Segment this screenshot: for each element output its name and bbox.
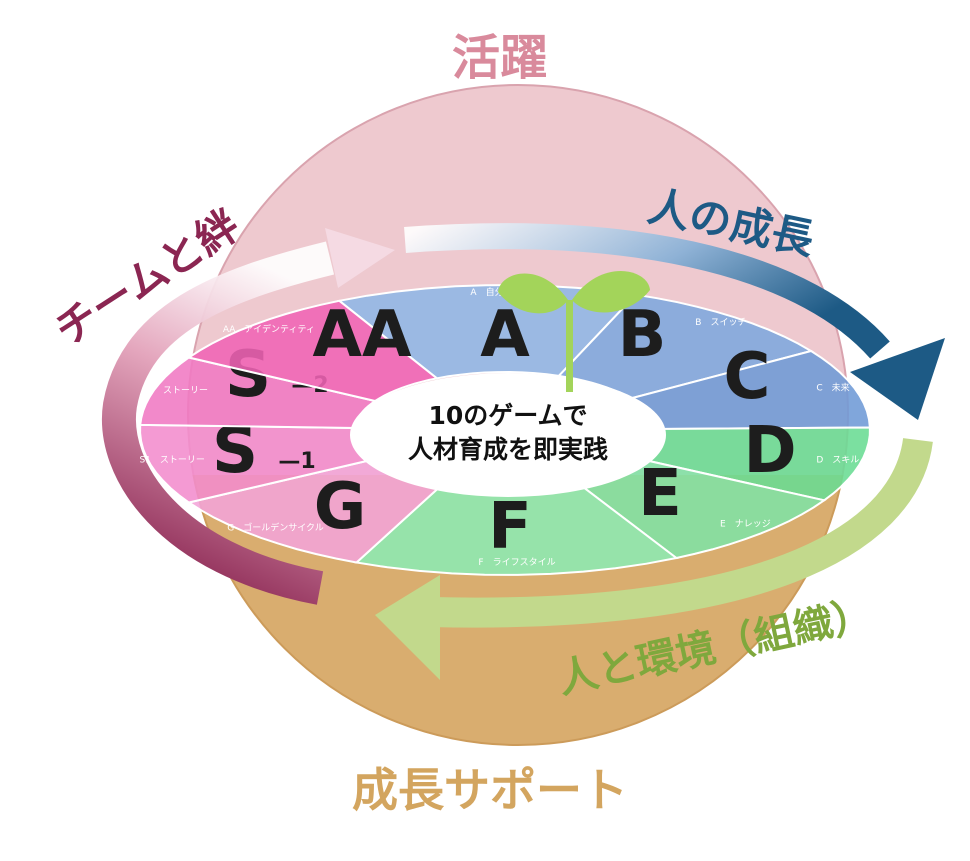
segment-a-letter: A <box>480 298 530 372</box>
green-arrow <box>375 437 933 680</box>
segment-g-caption: G ゴールデンサイクル <box>227 521 324 533</box>
sprout-icon <box>498 271 650 392</box>
segment-b: B スイッチ B <box>556 293 814 400</box>
segment-aa-letter: AA <box>312 298 412 372</box>
left-arrow <box>102 228 395 605</box>
segment-aa-shape <box>186 299 440 403</box>
segment-s2-caption: S2 ストーリー <box>143 386 208 396</box>
segment-a-caption: A 自分 <box>470 286 503 298</box>
segment-d-letter: D <box>743 414 796 488</box>
segment-f-caption: F ライフスタイル <box>478 557 555 568</box>
segment-b-caption: B スイッチ <box>695 317 746 328</box>
segment-c: C 未来 C <box>628 340 872 431</box>
segment-f-letter: F <box>488 490 532 564</box>
segment-c-letter: C <box>724 340 771 414</box>
segment-e-letter: E <box>638 457 682 531</box>
segment-d-caption: D スキル <box>816 456 859 466</box>
right-arrow <box>404 223 945 420</box>
segment-g-letter: G <box>314 470 367 544</box>
label-top: 活躍 <box>452 30 548 86</box>
segment-aa-caption: AA アイデンティティ <box>223 323 315 335</box>
center-badge: 10のゲームで 人材育成を即実践 <box>350 373 666 497</box>
segment-c-caption: C 未来 <box>816 382 849 394</box>
segment-s1-subscript: —1 <box>278 449 315 474</box>
segment-e-caption: E ナレッジ <box>720 518 771 529</box>
center-line-2: 人材育成を即実践 <box>408 435 608 464</box>
segment-a: A 自分A <box>336 284 638 380</box>
segment-b-letter: B <box>618 298 667 372</box>
segment-s1-caption: S1 ストーリー <box>139 456 204 466</box>
label-bottom: 成長サポート <box>352 763 628 817</box>
segment-d: D スキル D <box>633 414 871 502</box>
center-line-1: 10のゲームで <box>428 401 587 430</box>
